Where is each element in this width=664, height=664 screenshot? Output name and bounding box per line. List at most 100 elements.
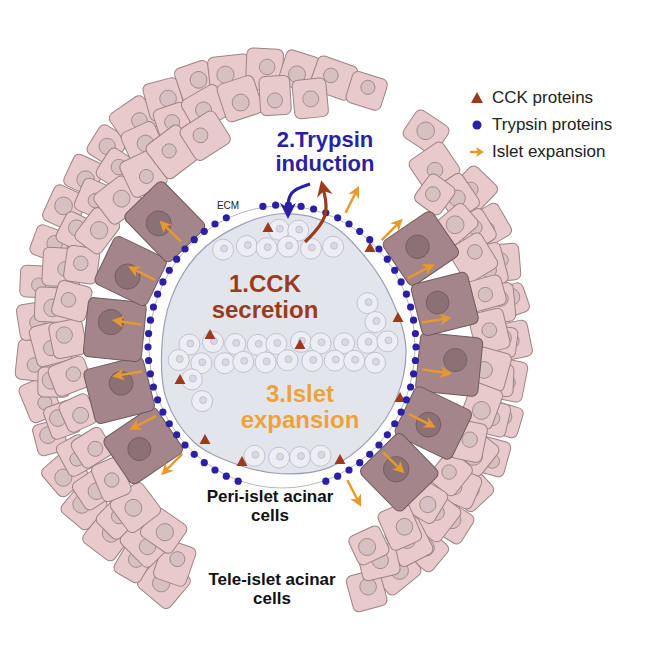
legend-symbol (468, 89, 486, 107)
expansion-arrow (382, 223, 399, 240)
beta-cell-nucleus (373, 318, 380, 325)
tele-islet-cell (48, 318, 88, 360)
expansion-arrow (165, 454, 182, 471)
beta-cell-nucleus (255, 340, 262, 347)
step-label: 3.Islet expansion (220, 381, 380, 434)
tele-islet-cell (347, 524, 391, 567)
cck-protein (365, 242, 376, 252)
expansion-arrow (346, 191, 357, 212)
trypsin-protein (322, 478, 329, 485)
trypsin-protein (398, 408, 405, 415)
tele-islet-cell (48, 318, 88, 360)
tele-islet-cell (292, 78, 329, 120)
expansion-symbol (470, 150, 479, 153)
beta-cell (357, 332, 378, 353)
trypsin-protein (145, 330, 152, 337)
tele-islet-cell-nucleus (356, 536, 379, 559)
induction-arrow (288, 184, 310, 211)
trypsin-protein (407, 383, 414, 390)
tele-islet-cell-nucleus (302, 90, 319, 107)
tele-islet-cell-nucleus (159, 141, 179, 161)
region-label: Peri-islet acinar cells (200, 488, 340, 525)
trypsin-protein (398, 278, 405, 285)
tele-islet-cell (259, 75, 292, 116)
tele-islet-cell (344, 70, 388, 112)
legend-text: CCK proteins (492, 88, 593, 108)
tele-islet-cell (178, 109, 233, 163)
peri-islet-cell-nucleus (111, 260, 145, 294)
trypsin-protein (147, 370, 154, 377)
trypsin-protein (159, 278, 166, 285)
tele-islet-cell-nucleus (70, 405, 91, 426)
beta-cell-nucleus (264, 244, 271, 251)
expansion-arrow (408, 267, 429, 278)
expansion-symbol (476, 147, 484, 157)
tele-islet-cell-nucleus (439, 462, 459, 482)
beta-cell-nucleus (310, 356, 317, 363)
trypsin-protein (391, 420, 398, 427)
trypsin-protein (211, 466, 218, 473)
beta-cell-nucleus (244, 242, 251, 249)
tele-islet-cell-nucleus (480, 321, 498, 339)
beta-cell (290, 331, 311, 352)
expansion-arrow (422, 369, 446, 373)
trypsin-protein (384, 431, 391, 438)
beta-cell (168, 350, 189, 371)
beta-cell-nucleus (199, 359, 206, 366)
tele-islet-cell-nucleus (267, 92, 283, 108)
trypsin-protein (334, 473, 341, 480)
expansion-arrow (422, 319, 446, 323)
beta-cell (213, 239, 234, 260)
beta-cell-nucleus (318, 339, 325, 346)
beta-cell-nucleus (373, 358, 380, 365)
beta-cell-nucleus (318, 451, 325, 458)
tele-islet-cell (178, 109, 233, 163)
step-label: 1.CCK secretion (190, 271, 340, 324)
trypsin-protein (356, 459, 363, 466)
tele-islet-cell-nucleus (121, 496, 145, 520)
beta-cell (302, 350, 323, 371)
beta-cell-nucleus (276, 225, 283, 232)
beta-cell (255, 352, 276, 373)
acinar-cells (15, 48, 534, 613)
beta-cell-nucleus (263, 358, 270, 365)
peri-islet-cell (83, 355, 156, 424)
legend: CCK proteinsTrypsin proteinsIslet expans… (468, 84, 612, 165)
cck-protein (295, 339, 306, 349)
beta-cell (277, 236, 298, 257)
legend-text: Trypsin proteins (492, 115, 612, 135)
trypsin-protein (391, 267, 398, 274)
beta-cell (244, 445, 265, 466)
trypsin-protein (201, 228, 208, 235)
islet-illustration (118, 184, 446, 501)
expansion-arrow (409, 414, 430, 425)
peri-islet-cell-nucleus (123, 433, 155, 465)
beta-cell-nucleus (365, 338, 372, 345)
tele-islet-cell-nucleus (259, 59, 275, 75)
beta-cell-nucleus (385, 337, 392, 344)
ecm-label: ECM (208, 200, 248, 211)
beta-cell (269, 447, 290, 468)
trypsin-protein (375, 245, 382, 252)
trypsin-protein (403, 291, 410, 298)
tele-islet-cell (344, 70, 388, 112)
trypsin-protein (310, 205, 317, 212)
trypsin-protein (150, 303, 157, 310)
trypsin-protein (144, 343, 151, 350)
beta-cell-nucleus (342, 339, 349, 346)
trypsin-protein (145, 357, 152, 364)
expansion-arrow (134, 269, 155, 280)
trypsin-protein (375, 441, 382, 448)
beta-cell-nucleus (365, 299, 372, 306)
beta-cell (236, 236, 257, 257)
tele-islet-cell-nucleus (413, 119, 437, 143)
beta-cell (181, 369, 202, 390)
peri-islet-cell-nucleus (401, 230, 434, 263)
legend-symbol (468, 143, 486, 161)
tele-islet-cell (347, 524, 391, 567)
trypsin-protein (181, 441, 188, 448)
beta-cell (289, 447, 310, 468)
trypsin-protein (410, 317, 417, 324)
beta-cell-nucleus (176, 356, 183, 363)
trypsin-protein (384, 256, 391, 263)
